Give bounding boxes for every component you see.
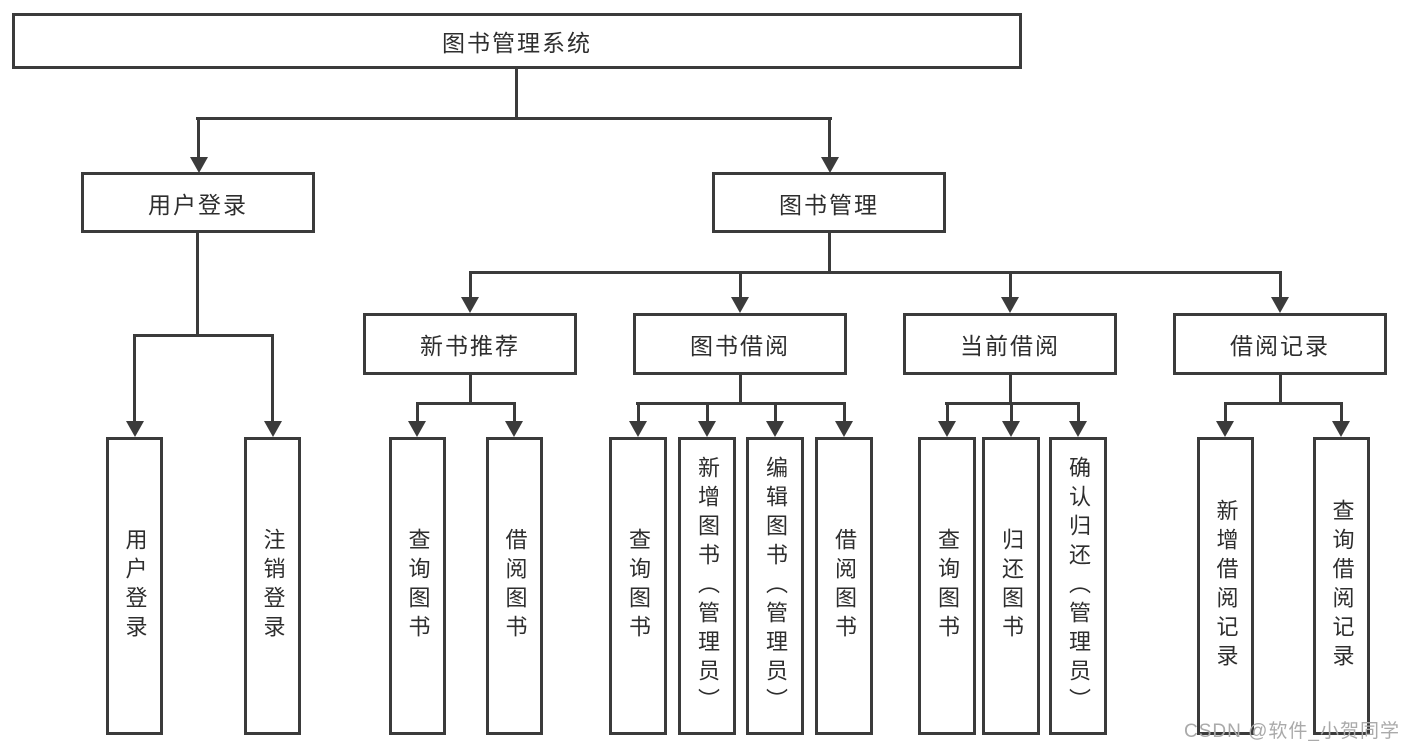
arrow-head-icon — [190, 157, 208, 173]
connector-line — [1224, 402, 1227, 424]
connector-line — [197, 117, 200, 159]
node-new-book-recommendation: 新书推荐 — [363, 313, 577, 375]
leaf-add-book-admin-label: 新增图书（管理员） — [695, 455, 720, 717]
leaf-logout: 注销登录 — [244, 437, 301, 735]
arrow-head-icon — [629, 421, 647, 437]
leaf-borrow-books-recommend-label: 借阅图书 — [502, 528, 528, 644]
connector-line — [946, 402, 949, 424]
leaf-query-borrow-record: 查询借阅记录 — [1313, 437, 1370, 735]
arrow-head-icon — [264, 421, 282, 437]
arrow-head-icon — [1001, 297, 1019, 313]
leaf-query-books-borrowing-label: 查询图书 — [626, 528, 651, 644]
connector-line — [515, 68, 518, 120]
arrow-head-icon — [938, 421, 956, 437]
connector-line — [1009, 375, 1012, 404]
connector-line — [828, 233, 831, 273]
arrow-head-icon — [821, 157, 839, 173]
connector-line — [843, 402, 846, 424]
node-library-system: 图书管理系统 — [12, 13, 1022, 69]
arrow-head-icon — [698, 421, 716, 437]
connector-line — [1077, 402, 1080, 424]
arrow-head-icon — [766, 421, 784, 437]
arrow-head-icon — [126, 421, 144, 437]
leaf-confirm-return-admin: 确认归还（管理员） — [1049, 437, 1107, 735]
watermark: CSDN @软件_小贺同学 — [1184, 721, 1400, 742]
connector-line — [637, 402, 640, 424]
connector-line — [469, 375, 472, 404]
node-borrowing-records-label: 借阅记录 — [1230, 333, 1330, 359]
arrow-head-icon — [1216, 421, 1234, 437]
node-book-borrowing: 图书借阅 — [633, 313, 847, 375]
arrow-head-icon — [408, 421, 426, 437]
leaf-query-borrow-record-label: 查询借阅记录 — [1329, 499, 1355, 673]
leaf-query-books-recommend: 查询图书 — [389, 437, 446, 735]
node-library-system-label: 图书管理系统 — [442, 30, 592, 56]
connector-line — [706, 402, 709, 424]
node-current-borrowing: 当前借阅 — [903, 313, 1117, 375]
leaf-query-books-recommend-label: 查询图书 — [405, 528, 431, 644]
connector-line — [196, 117, 832, 120]
arrow-head-icon — [1332, 421, 1350, 437]
connector-line — [133, 334, 136, 422]
leaf-return-books: 归还图书 — [982, 437, 1040, 735]
arrow-head-icon — [835, 421, 853, 437]
node-borrowing-records: 借阅记录 — [1173, 313, 1387, 375]
connector-line — [133, 334, 274, 337]
leaf-add-borrow-record-label: 新增借阅记录 — [1213, 499, 1239, 673]
connector-line — [416, 402, 515, 405]
arrow-head-icon — [1002, 421, 1020, 437]
leaf-add-book-admin: 新增图书（管理员） — [678, 437, 736, 735]
connector-line — [774, 402, 777, 424]
node-new-book-recommendation-label: 新书推荐 — [420, 333, 520, 359]
node-book-management-label: 图书管理 — [779, 191, 879, 218]
leaf-confirm-return-admin-label: 确认归还（管理员） — [1066, 455, 1091, 717]
connector-line — [1224, 402, 1342, 405]
node-user-login-label: 用户登录 — [148, 191, 248, 218]
connector-line — [739, 375, 742, 404]
connector-line — [739, 271, 742, 299]
leaf-borrow-books-recommend: 借阅图书 — [486, 437, 543, 735]
connector-line — [469, 271, 472, 299]
arrow-head-icon — [461, 297, 479, 313]
connector-line — [636, 402, 845, 405]
connector-line — [469, 271, 1282, 274]
node-book-management: 图书管理 — [712, 172, 946, 233]
leaf-logout-label: 注销登录 — [260, 528, 286, 644]
connector-line — [1340, 402, 1343, 424]
arrow-head-icon — [505, 421, 523, 437]
leaf-query-books-borrowing: 查询图书 — [609, 437, 667, 735]
connector-line — [196, 233, 199, 337]
connector-line — [1279, 271, 1282, 299]
leaf-user-login: 用户登录 — [106, 437, 163, 735]
arrow-head-icon — [1271, 297, 1289, 313]
connector-line — [1009, 271, 1012, 299]
connector-line — [1010, 402, 1013, 424]
node-current-borrowing-label: 当前借阅 — [960, 333, 1060, 359]
arrow-head-icon — [1069, 421, 1087, 437]
connector-line — [828, 117, 831, 159]
connector-line — [1279, 375, 1282, 404]
connector-line — [271, 334, 274, 422]
leaf-query-books-current-label: 查询图书 — [935, 528, 960, 644]
connector-line — [416, 402, 419, 424]
leaf-add-borrow-record: 新增借阅记录 — [1197, 437, 1254, 735]
node-book-borrowing-label: 图书借阅 — [690, 333, 790, 359]
leaf-borrow-books-label: 借阅图书 — [832, 528, 857, 644]
arrow-head-icon — [731, 297, 749, 313]
leaf-edit-book-admin: 编辑图书（管理员） — [746, 437, 804, 735]
leaf-return-books-label: 归还图书 — [999, 528, 1024, 644]
node-user-login: 用户登录 — [81, 172, 315, 233]
leaf-edit-book-admin-label: 编辑图书（管理员） — [763, 455, 788, 717]
leaf-query-books-current: 查询图书 — [918, 437, 976, 735]
leaf-borrow-books: 借阅图书 — [815, 437, 873, 735]
connector-line — [513, 402, 516, 424]
leaf-user-login-label: 用户登录 — [122, 528, 148, 644]
